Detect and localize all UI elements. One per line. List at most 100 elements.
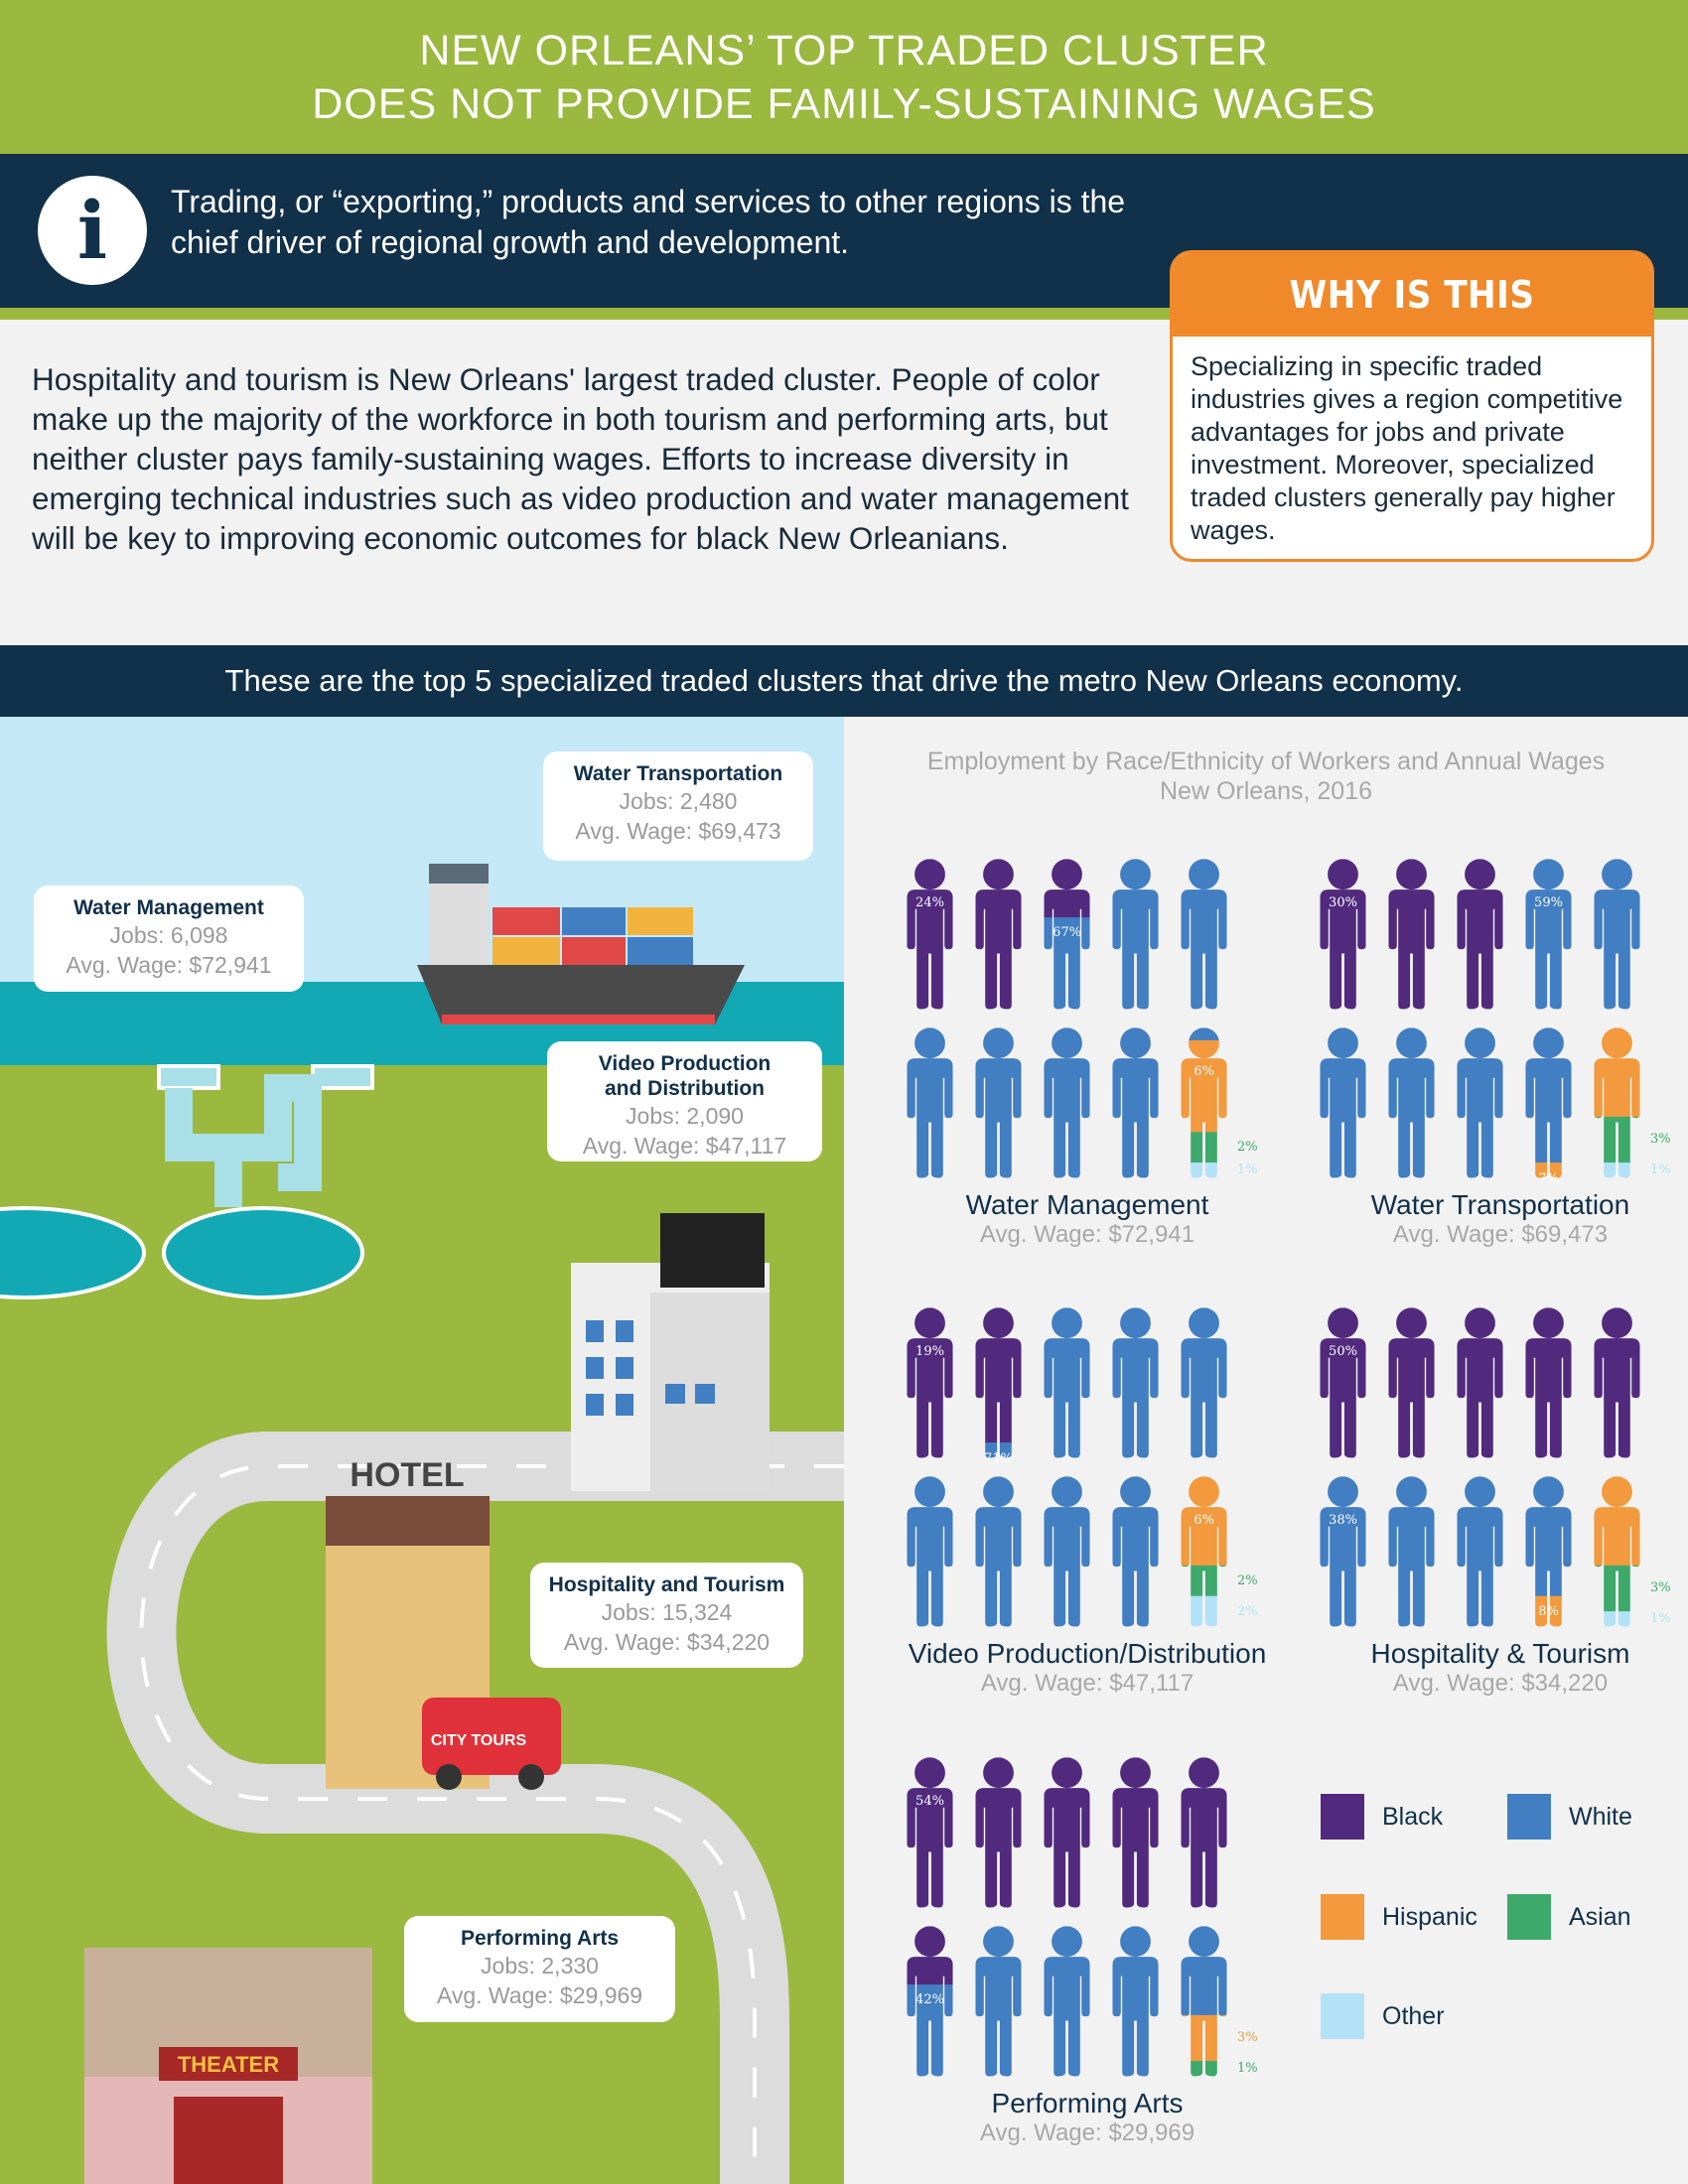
segment-white: [1181, 859, 1227, 1010]
segment-white: [1457, 1476, 1503, 1627]
cluster-wage: Avg. Wage: $34,220: [1392, 1670, 1609, 1697]
segment-black: [1181, 1757, 1227, 1908]
label-white: 67%: [1053, 925, 1081, 940]
person-icon: [1181, 1307, 1227, 1458]
segment-black: [975, 859, 1022, 1010]
label-white: 59%: [1534, 895, 1563, 910]
person-icon: [1112, 1307, 1159, 1458]
cluster-name: Performing Arts: [991, 2088, 1184, 2118]
person-icon: [1181, 859, 1227, 1010]
person-icon: [1181, 1476, 1227, 1627]
hotel-sign: HOTEL: [350, 1456, 464, 1494]
person-icon: [1044, 1307, 1090, 1458]
label-hispanic: 6%: [1194, 1513, 1214, 1528]
card-name: Water Transportation: [573, 762, 783, 785]
segment-black: [1112, 1757, 1159, 1908]
segment-white: [1388, 1027, 1435, 1178]
water-treatment-icon: [0, 1064, 374, 1299]
office-building-icon: [571, 1213, 770, 1491]
person-icon: [1320, 1307, 1366, 1458]
segment-asian: [1181, 1132, 1227, 1163]
person-icon: [975, 1476, 1022, 1627]
label-asian: 1%: [1237, 2061, 1258, 2077]
label-asian: 3%: [1650, 1580, 1671, 1596]
person-icon: [1320, 1476, 1366, 1627]
legend-label: Black: [1382, 1802, 1444, 1831]
segment-white: [1594, 859, 1640, 1010]
person-icon: [1457, 1027, 1503, 1178]
cluster-name: Water Transportation: [1370, 1189, 1630, 1220]
segment-white: [1044, 1476, 1090, 1627]
theater-sign: THEATER: [178, 2052, 279, 2077]
label-black: 19%: [915, 1344, 944, 1359]
person-icon: [1388, 1307, 1435, 1458]
label-other: 1%: [1650, 1611, 1671, 1627]
person-icon: [1457, 1307, 1503, 1458]
person-icon: [1181, 1757, 1227, 1908]
legend-hispanic: Hispanic: [1321, 1894, 1477, 1940]
cluster-wage: Avg. Wage: $72,941: [979, 1221, 1196, 1248]
segment-black: [907, 1307, 953, 1458]
person-icon: [1044, 859, 1090, 1010]
city-illustration: HOTEL CITY TOURS THEATER Water Transport…: [0, 717, 844, 2184]
segment-white: [1525, 1027, 1572, 1163]
person-icon: [907, 1307, 953, 1458]
person-icon: [907, 859, 953, 1010]
segment-white: [975, 1027, 1022, 1178]
segment-black: [1388, 1307, 1435, 1458]
segment-white: [975, 1476, 1022, 1627]
person-icon: [975, 859, 1022, 1010]
segment-white: [1525, 1476, 1572, 1597]
segment-black: [1320, 1307, 1366, 1458]
cluster-wage: Avg. Wage: $69,473: [1392, 1221, 1609, 1248]
card-name: Water Management: [73, 896, 264, 919]
person-icon: [1525, 1476, 1572, 1627]
person-icon: [1044, 1926, 1090, 2077]
person-icon: [907, 1476, 953, 1627]
segment-white: [1525, 859, 1572, 1010]
person-icon: [1594, 1027, 1640, 1178]
label-black: 30%: [1329, 895, 1357, 910]
segment-white: [1044, 1926, 1090, 2077]
person-icon: [1181, 1027, 1227, 1178]
label-hispanic: 8%: [1538, 1604, 1559, 1619]
segment-asian: [1594, 1565, 1640, 1612]
card-wage: Avg. Wage: $72,941: [66, 952, 272, 978]
chart-title-text: Employment by Race/Ethnicity of Workers …: [926, 748, 1606, 775]
ship-icon: [417, 864, 745, 1024]
card-name: Hospitality and Tourism: [548, 1573, 785, 1596]
segment-hispanic: [1181, 1039, 1227, 1133]
segment-white: [1112, 1926, 1159, 2077]
legend-label: Hispanic: [1382, 1902, 1477, 1931]
person-icon: [1388, 859, 1435, 1010]
label-hispanic: 7%: [1538, 1170, 1559, 1186]
person-icon: [1525, 859, 1572, 1010]
person-icon: [1594, 1307, 1640, 1458]
title-line-1: NEW ORLEANS’ TOP TRADED CLUSTER: [419, 27, 1269, 74]
person-icon: [1388, 1476, 1435, 1627]
segment-white: [1181, 1307, 1227, 1458]
label-hispanic: 6%: [1194, 1064, 1214, 1079]
label-asian: 2%: [1237, 1572, 1258, 1588]
legend-swatch: [1321, 1894, 1364, 1940]
card-jobs: Jobs: 6,098: [109, 922, 228, 948]
person-icon: [1320, 1027, 1366, 1178]
segment-white: [1112, 1307, 1159, 1458]
label-white: 42%: [915, 1992, 944, 2007]
segment-white: [1388, 1476, 1435, 1627]
person-icon: [1594, 859, 1640, 1010]
card-name: Performing Arts: [460, 1927, 620, 1950]
segment-black: [1044, 859, 1090, 918]
person-icon: [1044, 1027, 1090, 1178]
segment-asian: [1594, 1116, 1640, 1163]
title-line-2: DOES NOT PROVIDE FAMILY-SUSTAINING WAGES: [312, 80, 1376, 128]
person-icon: [1112, 859, 1159, 1010]
card-jobs: Jobs: 2,480: [619, 788, 738, 814]
cluster-wage: Avg. Wage: $29,969: [979, 2119, 1196, 2146]
